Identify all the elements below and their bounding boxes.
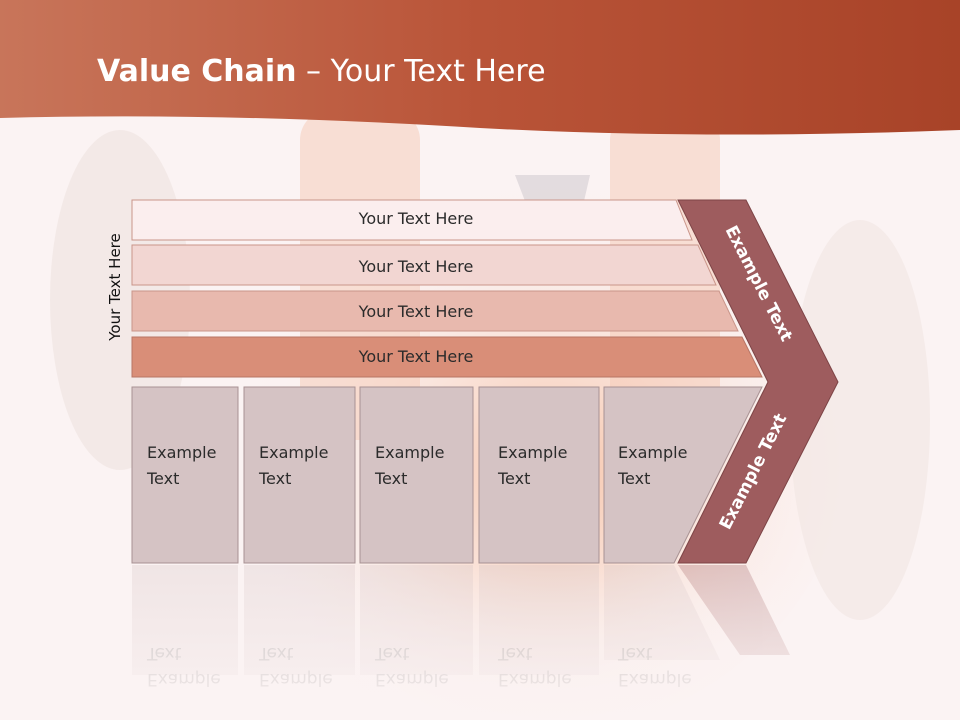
slide-title: Value Chain – Your Text Here — [97, 54, 546, 89]
reflection-fade — [120, 565, 820, 720]
bar-2 — [131, 244, 717, 286]
bar-1 — [131, 199, 693, 241]
example-box-1-line1: Example — [147, 443, 216, 462]
example-box-3-line2: Text — [374, 469, 407, 488]
title-rest: – Your Text Here — [296, 54, 546, 89]
example-box-5 — [603, 386, 763, 564]
bar-1-text: Your Text Here — [358, 209, 474, 228]
example-box-5-line2: Text — [617, 469, 650, 488]
chevron-arrow — [677, 199, 839, 564]
example-box-4-line1: Example — [498, 443, 567, 462]
bar-3 — [131, 290, 739, 332]
title-bold: Value Chain — [97, 54, 297, 89]
example-box-1 — [131, 386, 239, 564]
example-box-2-line2: Text — [258, 469, 291, 488]
bar-2-text: Your Text Here — [358, 257, 474, 276]
example-box-2 — [243, 386, 356, 564]
header-band — [0, 0, 960, 135]
example-box-2-line1: Example — [259, 443, 328, 462]
example-box-5-line1: Example — [618, 443, 687, 462]
example-box-3 — [359, 386, 474, 564]
example-box-4-line2: Text — [497, 469, 530, 488]
example-box-1-line2: Text — [146, 469, 179, 488]
example-box-3-line1: Example — [375, 443, 444, 462]
example-box-4 — [478, 386, 600, 564]
bar-4 — [131, 336, 763, 378]
bar-4-text: Your Text Here — [358, 347, 474, 366]
bar-3-text: Your Text Here — [358, 302, 474, 321]
